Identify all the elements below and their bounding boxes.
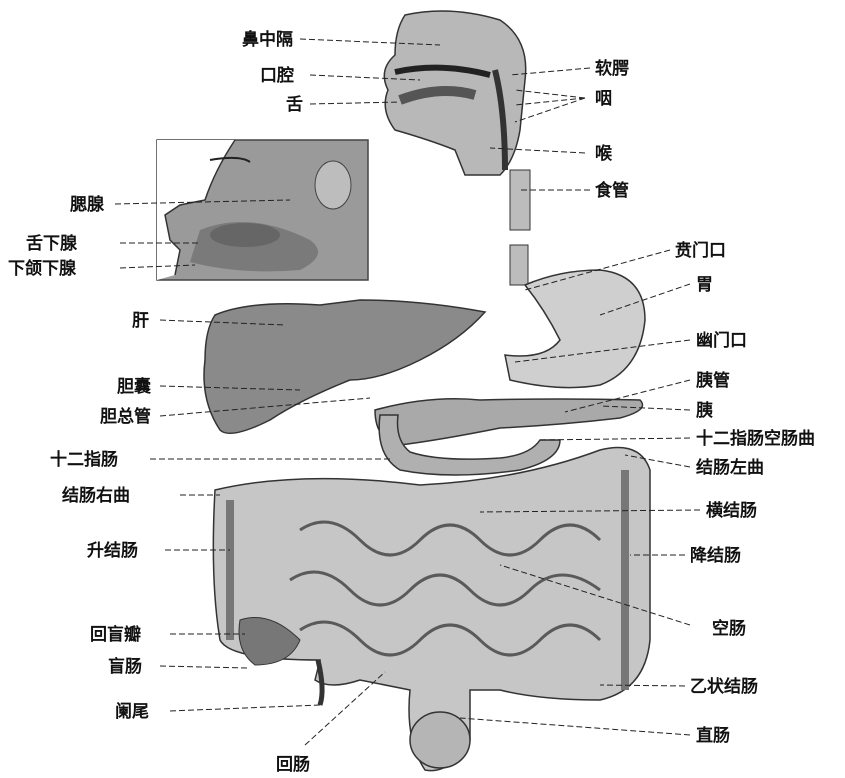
intestines-illustration bbox=[213, 448, 650, 771]
label-common-bile-duct: 胆总管 bbox=[100, 406, 151, 427]
label-esophagus: 食管 bbox=[595, 180, 629, 201]
label-pylorus: 幽门口 bbox=[696, 330, 747, 351]
head-section-illustration bbox=[384, 11, 525, 175]
label-liver: 肝 bbox=[132, 311, 149, 331]
label-ileum: 回肠 bbox=[276, 755, 310, 775]
label-soft-palate: 软腭 bbox=[595, 58, 629, 79]
label-duodenum: 十二指肠 bbox=[50, 449, 118, 470]
label-rectum: 直肠 bbox=[696, 725, 730, 746]
label-oral-cavity: 口腔 bbox=[260, 65, 294, 86]
label-ascending-colon: 升结肠 bbox=[87, 540, 138, 561]
label-tongue: 舌 bbox=[286, 94, 303, 115]
label-pancreas: 胰 bbox=[696, 400, 713, 421]
label-transverse-colon: 横结肠 bbox=[706, 500, 757, 521]
label-gallbladder: 胆囊 bbox=[117, 376, 151, 397]
esophagus-illustration bbox=[510, 170, 530, 285]
stomach-illustration bbox=[505, 270, 645, 388]
label-duodenojejunal-flexure: 十二指肠空肠曲 bbox=[696, 428, 815, 449]
label-jejunum: 空肠 bbox=[712, 618, 746, 639]
label-nasal-septum: 鼻中隔 bbox=[242, 29, 293, 50]
label-stomach: 胃 bbox=[696, 275, 713, 295]
label-cecum: 盲肠 bbox=[108, 656, 142, 677]
pancreas-illustration bbox=[375, 399, 643, 445]
label-right-colic-flexure: 结肠右曲 bbox=[62, 485, 130, 506]
label-submandibular: 下颌下腺 bbox=[8, 258, 77, 279]
label-sublingual: 舌下腺 bbox=[26, 233, 78, 254]
label-sigmoid-colon: 乙状结肠 bbox=[690, 676, 758, 697]
label-pharynx: 咽 bbox=[595, 89, 612, 109]
label-parotid: 腮腺 bbox=[70, 194, 105, 215]
label-appendix: 阑尾 bbox=[115, 701, 149, 722]
label-larynx: 喉 bbox=[595, 143, 613, 164]
label-pancreatic-duct: 胰管 bbox=[696, 370, 730, 391]
label-cardia: 贲门口 bbox=[675, 240, 726, 261]
label-left-colic-flexure: 结肠左曲 bbox=[696, 457, 764, 478]
face-inset-illustration bbox=[157, 140, 368, 280]
label-ileocecal-valve: 回盲瓣 bbox=[90, 624, 141, 645]
label-descending-colon: 降结肠 bbox=[690, 545, 741, 566]
